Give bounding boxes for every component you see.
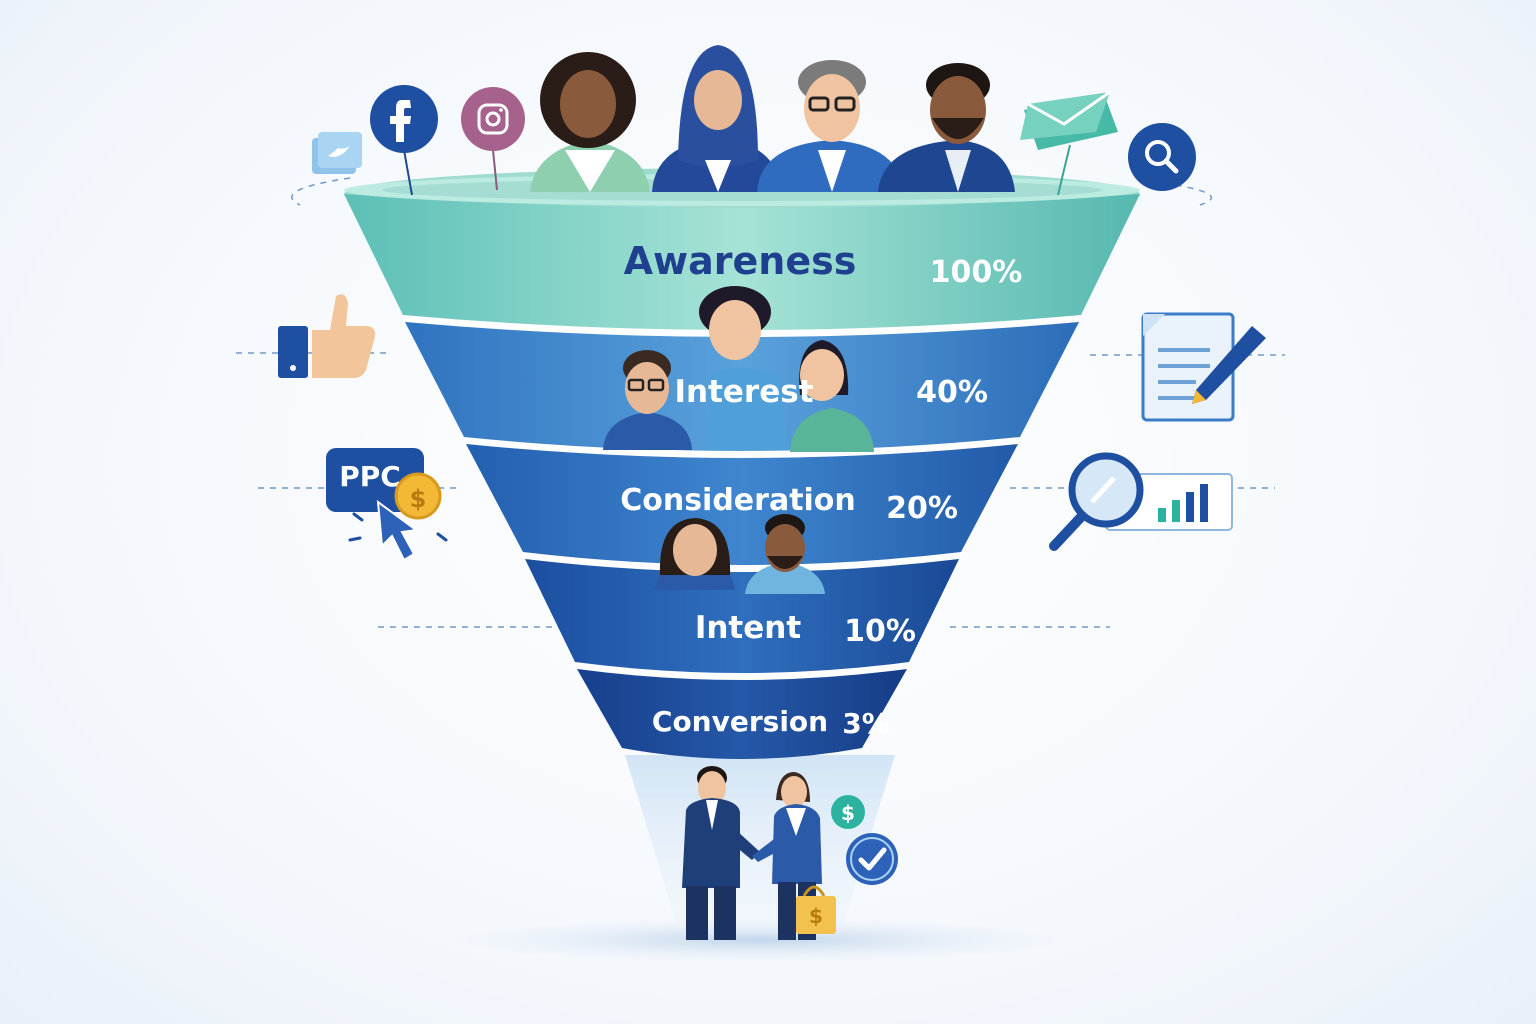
funnel-stage-consideration[interactable] [466, 444, 1018, 565]
search-icon[interactable] [1128, 123, 1196, 191]
stage-percent-consideration: 20% [886, 491, 958, 526]
instagram-icon[interactable] [461, 87, 525, 191]
facebook-icon[interactable] [370, 85, 438, 196]
stage-label-intent: Intent [695, 610, 802, 646]
check-badge-icon [846, 833, 898, 885]
stage-labels: Awareness 100% Interest 40% Consideratio… [620, 239, 1022, 740]
dollar-badge-icon: $ [831, 795, 865, 829]
person-avatar [745, 514, 825, 594]
thumbs-up-icon[interactable] [278, 294, 376, 378]
stage-label-consideration: Consideration [620, 483, 856, 518]
twitter-icon[interactable] [312, 132, 362, 174]
person-avatar [790, 340, 874, 452]
handshake-scene: $ [682, 766, 836, 940]
person-avatar [603, 350, 692, 450]
stage-percent-conversion: 3% [842, 707, 890, 740]
person-avatar [757, 60, 903, 192]
badge-dollar-symbol: $ [841, 801, 855, 825]
audience-group-consideration [655, 514, 825, 594]
ppc-label: PPC [339, 460, 401, 493]
stage-percent-interest: 40% [916, 375, 988, 410]
bag-dollar-symbol: $ [809, 904, 823, 928]
funnel-stage-conversion[interactable] [577, 669, 907, 759]
stage-label-interest: Interest [674, 374, 813, 410]
audience-group-top [530, 45, 1015, 192]
ppc-click-icon[interactable]: PPC $ [326, 448, 448, 562]
person-avatar [655, 518, 735, 590]
funnel-stage-awareness[interactable] [344, 194, 1140, 330]
stage-percent-intent: 10% [844, 614, 916, 649]
email-icon[interactable] [1020, 90, 1118, 196]
audience-group-interest [603, 286, 874, 452]
stage-label-awareness: Awareness [624, 239, 857, 283]
stage-percent-awareness: 100% [930, 255, 1023, 290]
person-avatar [530, 52, 650, 192]
shopping-bag-icon: $ [796, 885, 836, 934]
person-avatar [878, 63, 1015, 192]
ground-shadow [450, 918, 1070, 962]
stage-label-conversion: Conversion [652, 705, 828, 738]
businessman-figure [682, 766, 760, 940]
coin-dollar-symbol: $ [410, 485, 427, 513]
person-avatar [652, 45, 780, 192]
document-edit-icon[interactable] [1141, 312, 1266, 422]
funnel-stage-intent[interactable] [525, 559, 959, 673]
analytics-icon[interactable] [1049, 452, 1233, 551]
person-avatar [699, 286, 788, 450]
dollar-coin-icon: $ [394, 472, 442, 520]
